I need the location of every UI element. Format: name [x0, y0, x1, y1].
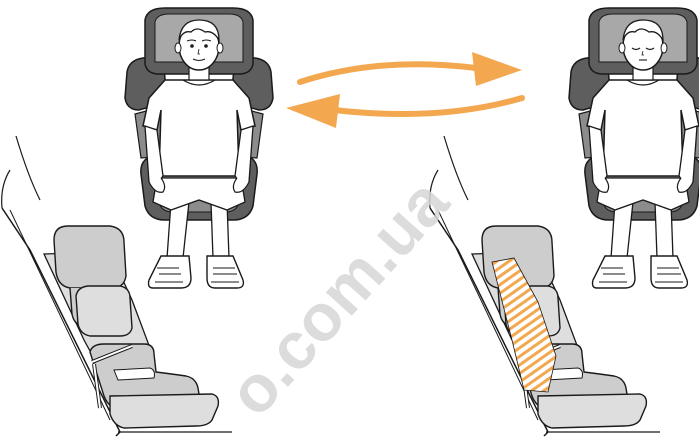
- swap-arrows-icon: [286, 52, 522, 128]
- child-awake-figure: [125, 8, 273, 288]
- child-asleep-figure: [569, 8, 699, 288]
